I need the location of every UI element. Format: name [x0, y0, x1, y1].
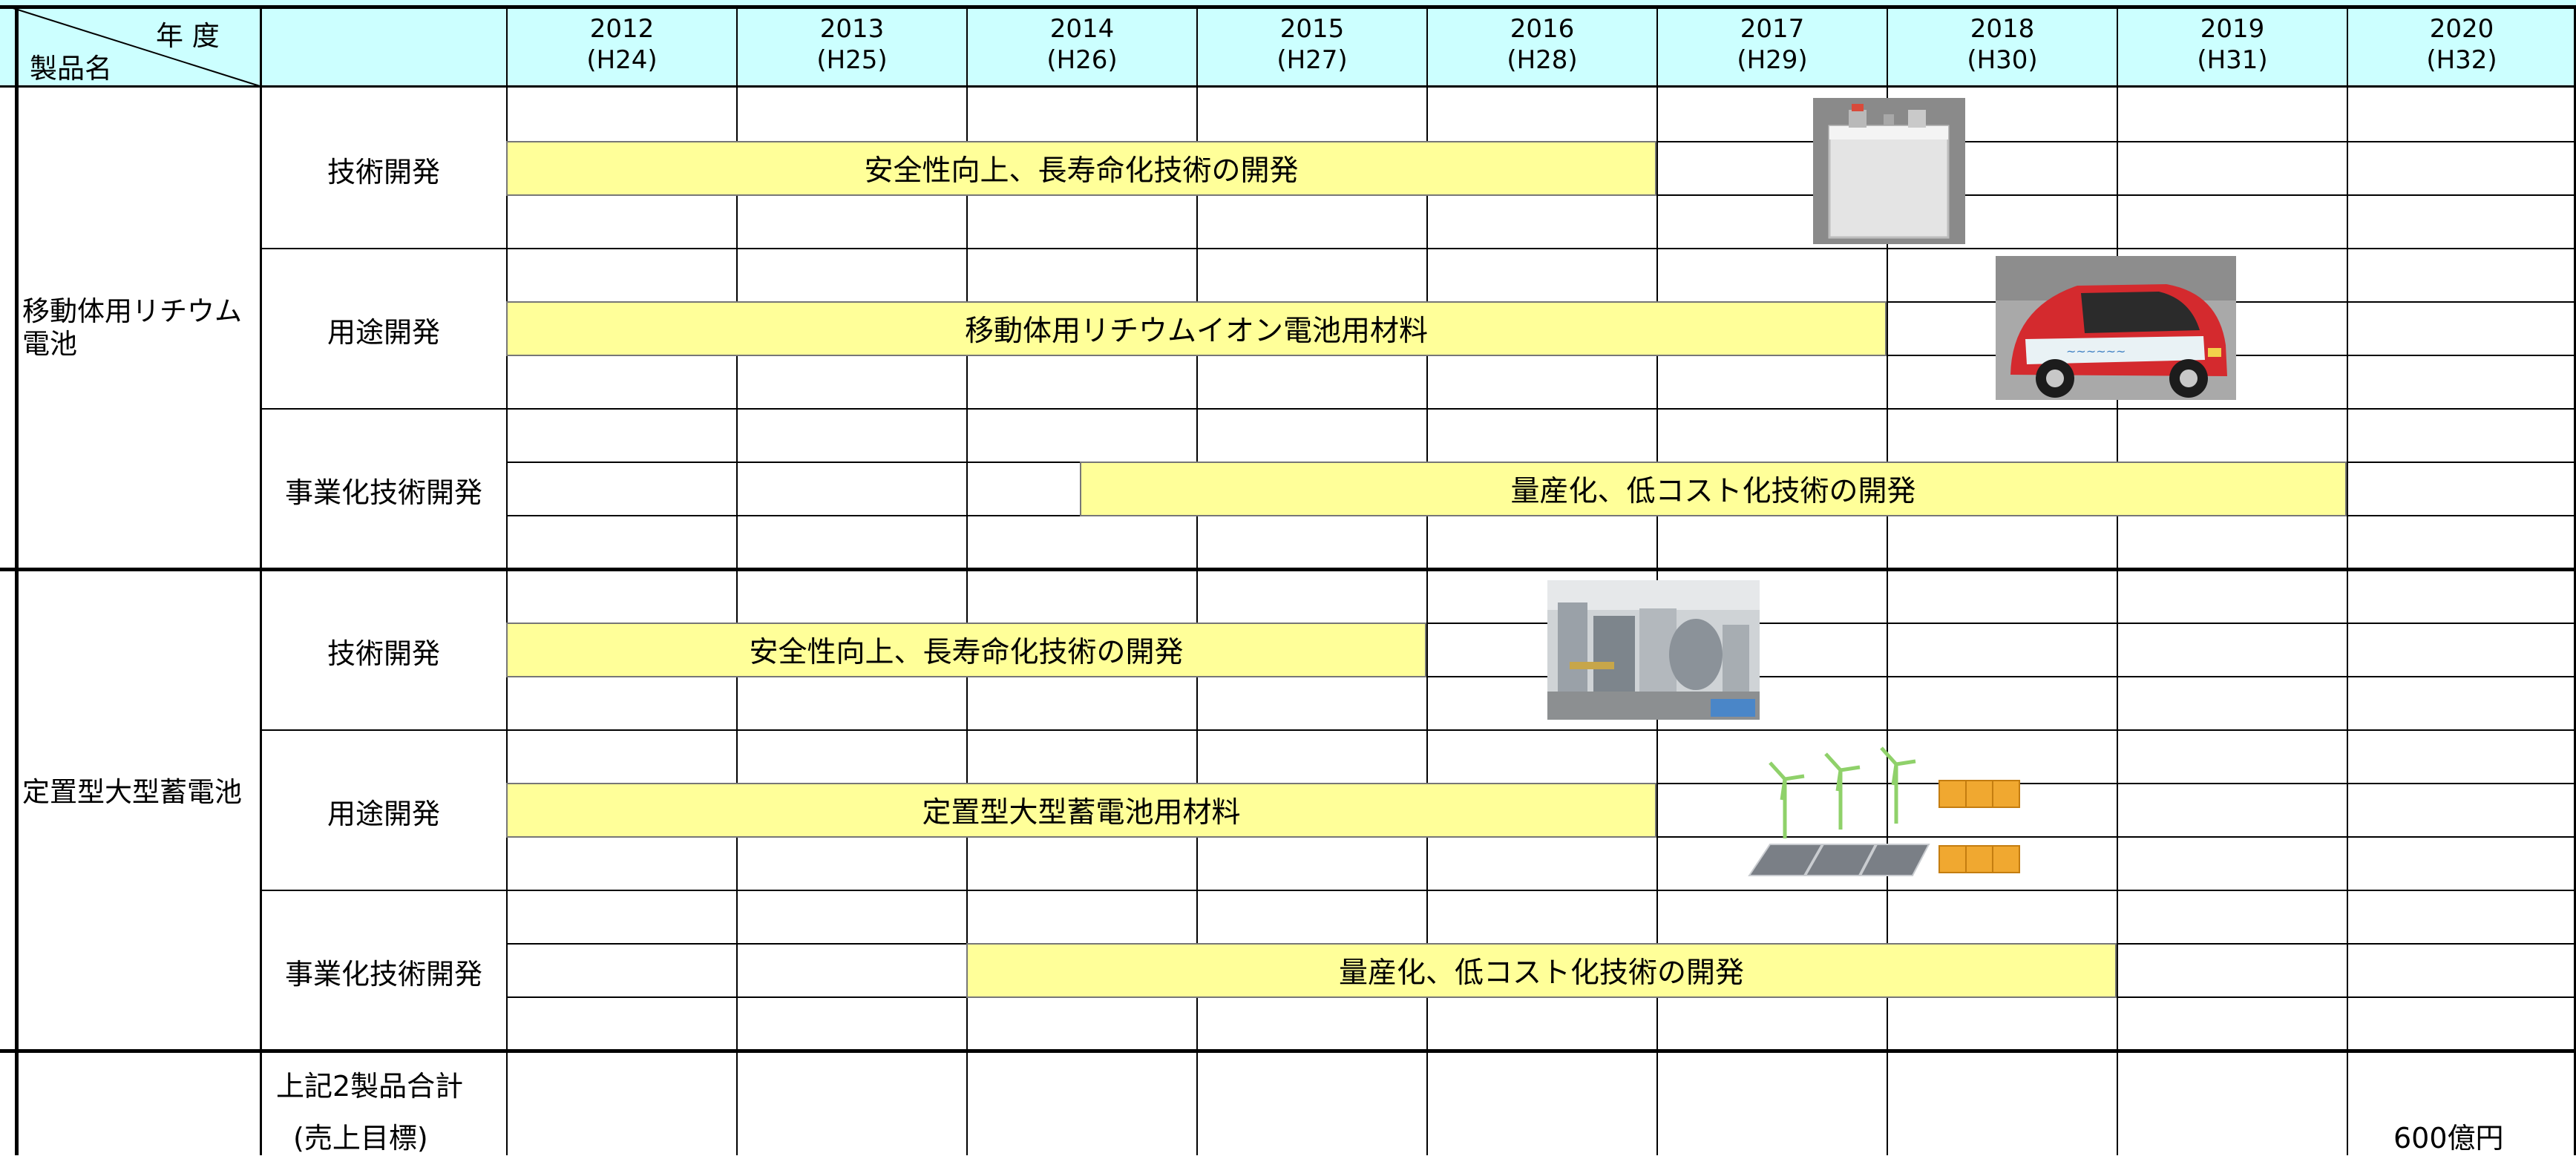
- year-header-2012: 2012(H24): [507, 13, 737, 76]
- row-label-application-dev: 用途開発: [327, 316, 440, 349]
- year-header-2017: 2017(H29): [1657, 13, 1887, 76]
- year-header-2016: 2016(H28): [1427, 13, 1657, 76]
- grid-line: [2117, 5, 2118, 1155]
- era-label: (H30): [1967, 45, 2038, 75]
- total-label-line2: (売上目標): [293, 1122, 428, 1155]
- era-label: (H32): [2426, 45, 2497, 75]
- schedule-bar: 量産化、低コスト化技術の開発: [966, 943, 2117, 998]
- schedule-bar: 移動体用リチウムイオン電池用材料: [506, 301, 1887, 356]
- bar-label: 移動体用リチウムイオン電池用材料: [964, 315, 1428, 348]
- grid-line: [2347, 5, 2348, 1155]
- year-label: 2019: [2200, 14, 2265, 44]
- bar-label: 定置型大型蓄電池用材料: [922, 796, 1241, 830]
- schedule-bar: 量産化、低コスト化技術の開発: [1080, 462, 2347, 516]
- grid-line: [506, 676, 2576, 677]
- bar-label: 安全性向上、長寿命化技術の開発: [864, 154, 1299, 188]
- row-label-commercialization-dev: 事業化技術開発: [284, 958, 482, 991]
- svg-text:~~~~~~: ~~~~~~: [2066, 344, 2126, 358]
- row-label-tech-dev: 技術開発: [327, 637, 440, 670]
- year-header-2020: 2020(H32): [2347, 13, 2576, 76]
- year-header-2014: 2014(H26): [967, 13, 1197, 76]
- battery-cell-photo: [1813, 98, 1965, 244]
- grid-line: [1196, 5, 1198, 1155]
- grid-line: [15, 5, 19, 1155]
- renewable-storage-illustration: [1740, 742, 2037, 883]
- row-label-application-dev: 用途開発: [327, 798, 440, 830]
- grid-line: [260, 408, 2576, 410]
- era-label: (H31): [2197, 45, 2268, 75]
- sales-target-2020: 600億円: [2393, 1122, 2504, 1155]
- grid-line: [506, 5, 508, 1155]
- grid-line: [506, 623, 2576, 624]
- schedule-bar: 安全性向上、長寿命化技術の開発: [506, 141, 1656, 196]
- year-header-2013: 2013(H25): [737, 13, 967, 76]
- production-equipment-photo: [1547, 580, 1760, 720]
- bar-label: 量産化、低コスト化技術の開発: [1510, 475, 1916, 508]
- grid-line: [260, 248, 2576, 249]
- corner-year-label: 年 度: [156, 20, 220, 52]
- grid-line: [736, 5, 738, 1155]
- year-label: 2017: [1740, 14, 1805, 44]
- era-label: (H28): [1507, 45, 1578, 75]
- grid-line: [966, 5, 968, 1155]
- year-header-2015: 2015(H27): [1197, 13, 1427, 76]
- year-header-2018: 2018(H30): [1887, 13, 2117, 76]
- schedule-bar: 安全性向上、長寿命化技術の開発: [506, 623, 1426, 677]
- bar-label: 安全性向上、長寿命化技術の開発: [749, 636, 1184, 669]
- grid-line: [0, 85, 2576, 88]
- era-label: (H25): [816, 45, 888, 75]
- product-name-stationary-large-battery: 定置型大型蓄電池: [22, 776, 242, 808]
- grid-line: [0, 5, 2576, 9]
- electric-car-photo: ~~~~~~: [1996, 256, 2236, 400]
- product-name-mobile-lithium-battery: 移動体用リチウム電池: [22, 295, 242, 360]
- year-label: 2012: [589, 14, 655, 44]
- era-label: (H26): [1046, 45, 1118, 75]
- year-label: 2020: [2429, 14, 2494, 44]
- grid-line: [260, 729, 2576, 731]
- year-label: 2014: [1049, 14, 1115, 44]
- corner-diagonal-line: [5, 5, 260, 87]
- era-label: (H27): [1276, 45, 1348, 75]
- grid-line: [1887, 5, 1888, 1155]
- grid-line: [0, 568, 2576, 571]
- grid-line: [260, 890, 2576, 891]
- schedule-bar: 定置型大型蓄電池用材料: [506, 783, 1656, 838]
- grid-line: [0, 1049, 2576, 1053]
- year-label: 2015: [1279, 14, 1345, 44]
- grid-line: [2574, 5, 2576, 1155]
- total-label-line1: 上記2製品合計: [276, 1070, 464, 1103]
- corner-product-label: 製品名: [30, 53, 112, 85]
- era-label: (H24): [586, 45, 658, 75]
- row-label-tech-dev: 技術開発: [327, 156, 440, 188]
- bar-label: 量産化、低コスト化技術の開発: [1338, 956, 1744, 990]
- grid-line: [260, 5, 262, 1155]
- year-label: 2016: [1510, 14, 1575, 44]
- year-label: 2018: [1970, 14, 2035, 44]
- year-label: 2013: [819, 14, 885, 44]
- row-label-commercialization-dev: 事業化技術開発: [284, 476, 482, 509]
- era-label: (H29): [1737, 45, 1808, 75]
- year-header-2019: 2019(H31): [2117, 13, 2347, 76]
- header-row-background: [0, 0, 2576, 87]
- grid-line: [1426, 5, 1428, 1155]
